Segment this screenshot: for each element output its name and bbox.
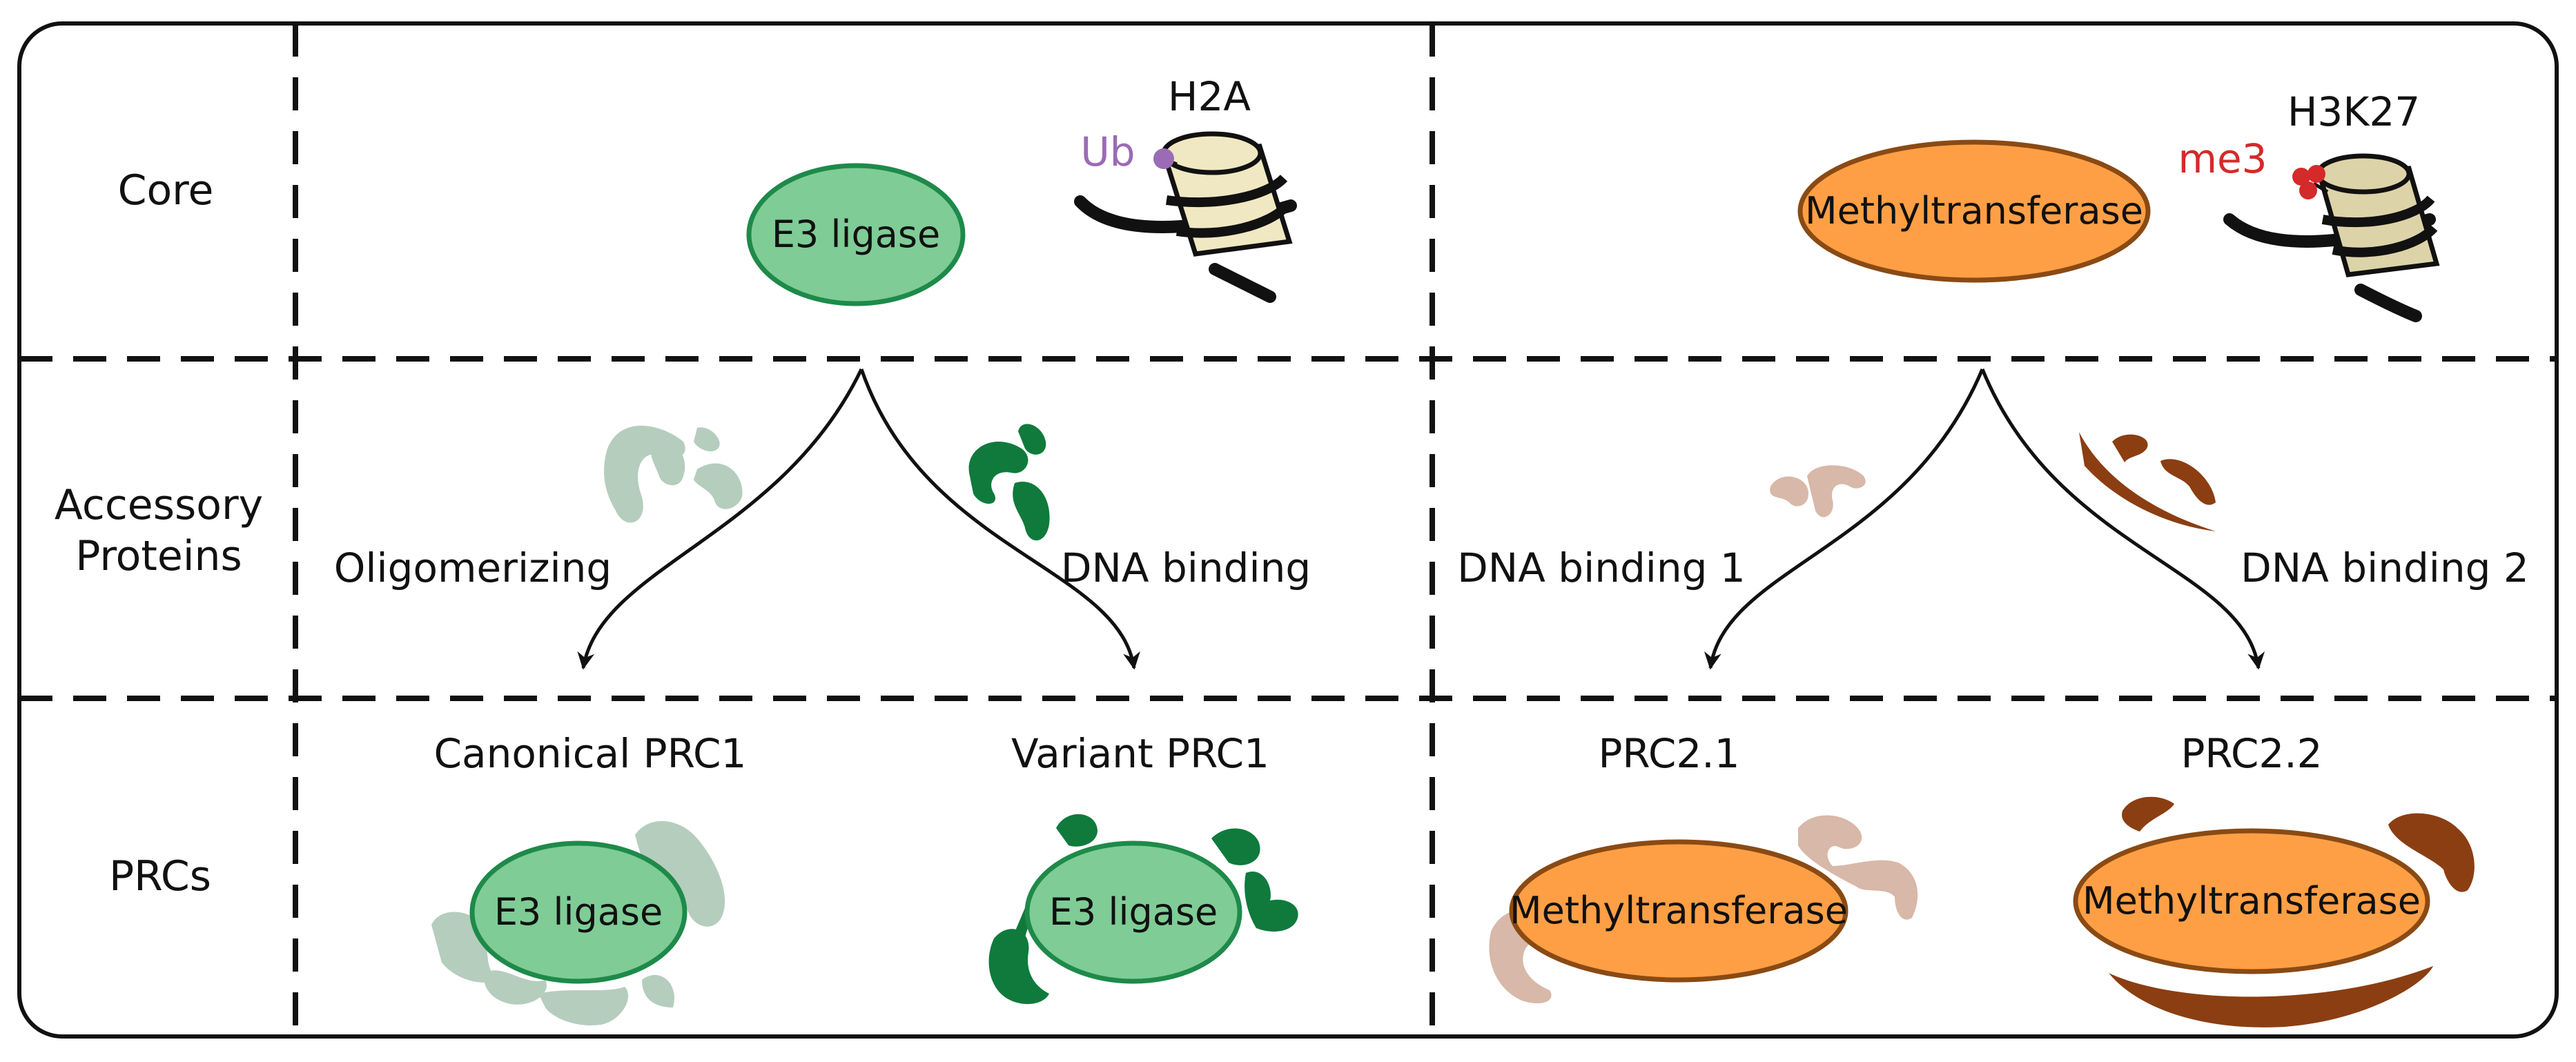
row-label-prcs: PRCs: [109, 852, 211, 901]
arrow-to-prc2-2: [1980, 368, 2265, 670]
ub-label: Ub: [1080, 128, 1135, 175]
prc2-branch-arrows: [1704, 368, 2265, 670]
dna-binding-protein-icon: [968, 424, 1050, 541]
prc2-1-methyltransferase-label: Methyltransferase: [1510, 889, 1848, 932]
me3-label: me3: [2178, 135, 2267, 182]
e3-ligase-core: E3 ligase: [746, 163, 966, 306]
nucleosome-h3k27-icon: [2223, 153, 2440, 322]
e3-ligase-label: E3 ligase: [772, 213, 940, 256]
variant-prc1-complex: E3 ligase: [988, 814, 1298, 1004]
oligomerizing-protein-icon: [604, 425, 743, 523]
prc2-1-label: PRC2.1: [1598, 730, 1739, 777]
oligomerizing-label: Oligomerizing: [334, 544, 612, 591]
me3-mark-icon: [2292, 165, 2325, 199]
arrow-to-canonical-prc1: [577, 368, 863, 670]
prc2-2-complex: Methyltransferase: [2073, 796, 2475, 1027]
dna-binding-1-protein-icon: [1770, 465, 1866, 518]
dna-binding-2-label: DNA binding 2: [2241, 544, 2529, 591]
methyltransferase-label: Methyltransferase: [1805, 189, 2143, 233]
arrow-to-variant-prc1: [859, 368, 1140, 670]
grid-lines: [19, 23, 2557, 1036]
nucleosome-h2a-icon: [1074, 131, 1297, 303]
dna-binding-label: DNA binding: [1061, 544, 1311, 591]
dna-binding-1-label: DNA binding 1: [1457, 544, 1746, 591]
prc2-2-methyltransferase-label: Methyltransferase: [2082, 879, 2421, 923]
variant-prc1-label: Variant PRC1: [1011, 730, 1269, 777]
row-label-accessory-line2: Proteins: [75, 532, 242, 580]
dna-binding-2-protein-icon: [2079, 432, 2216, 531]
ub-mark-icon: [1153, 148, 1174, 169]
h3k27-label: H3K27: [2287, 88, 2420, 135]
prc2-2-label: PRC2.2: [2180, 730, 2322, 777]
arrow-to-prc2-1: [1704, 368, 1984, 670]
prc1-branch-arrows: [577, 368, 1140, 670]
canonical-prc1-label: Canonical PRC1: [434, 730, 747, 777]
prc2-1-complex: Methyltransferase: [1489, 815, 1918, 1004]
h2a-label: H2A: [1168, 73, 1251, 120]
row-label-core: Core: [118, 166, 214, 215]
methyltransferase-core: Methyltransferase: [1797, 139, 2151, 283]
variant-prc1-e3-ligase-label: E3 ligase: [1049, 890, 1218, 934]
row-label-accessory-line1: Accessory: [55, 481, 263, 529]
canonical-prc1-e3-ligase-label: E3 ligase: [494, 890, 663, 934]
canonical-prc1-complex: E3 ligase: [431, 820, 725, 1025]
